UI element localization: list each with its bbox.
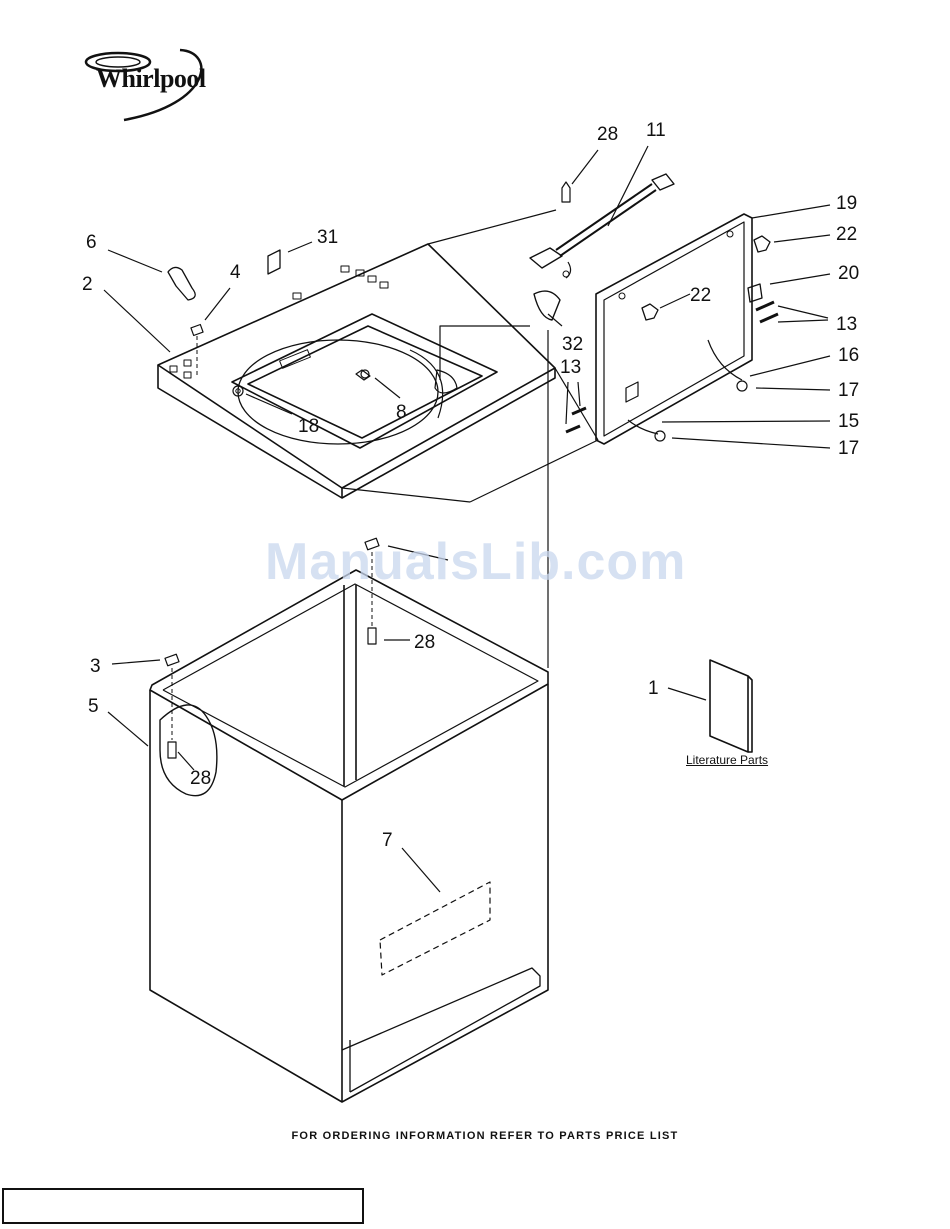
callout-5: 5 (88, 696, 99, 717)
callout-1: 1 (648, 678, 659, 699)
callout-11: 11 (646, 120, 666, 141)
top-panel (158, 244, 555, 498)
cabinet (150, 538, 548, 1102)
callout-13-right: 13 (836, 314, 857, 335)
callout-17-top: 17 (838, 380, 859, 401)
callout-15: 15 (838, 411, 859, 432)
literature-parts-label: Literature Parts (686, 753, 768, 767)
callout-19: 19 (836, 193, 857, 214)
watermark: ManualsLib.com (265, 532, 686, 592)
callout-7: 7 (382, 830, 393, 851)
callout-4: 4 (230, 262, 241, 283)
callout-2: 2 (82, 274, 93, 295)
callout-20: 20 (838, 263, 859, 284)
callout-28-mid: 28 (414, 632, 435, 653)
callout-8: 8 (396, 402, 407, 423)
callout-28-top: 28 (597, 124, 618, 145)
callout-13-left: 13 (560, 357, 581, 378)
callout-16: 16 (838, 345, 859, 366)
leader-arrows (104, 146, 830, 892)
callout-32: 32 (562, 334, 583, 355)
callout-22-right: 22 (836, 224, 857, 245)
ordering-note: FOR ORDERING INFORMATION REFER TO PARTS … (0, 1130, 950, 1142)
callout-6: 6 (86, 232, 97, 253)
literature-booklet (710, 660, 752, 752)
callout-18: 18 (298, 416, 319, 437)
callout-31: 31 (317, 227, 338, 248)
callout-3: 3 (90, 656, 101, 677)
callout-22-left: 22 (690, 285, 711, 306)
console-frame (566, 214, 778, 444)
bottom-empty-box (2, 1188, 364, 1224)
wire-harness (530, 174, 674, 278)
callout-17-bottom: 17 (838, 438, 859, 459)
callout-28-low: 28 (190, 768, 211, 789)
